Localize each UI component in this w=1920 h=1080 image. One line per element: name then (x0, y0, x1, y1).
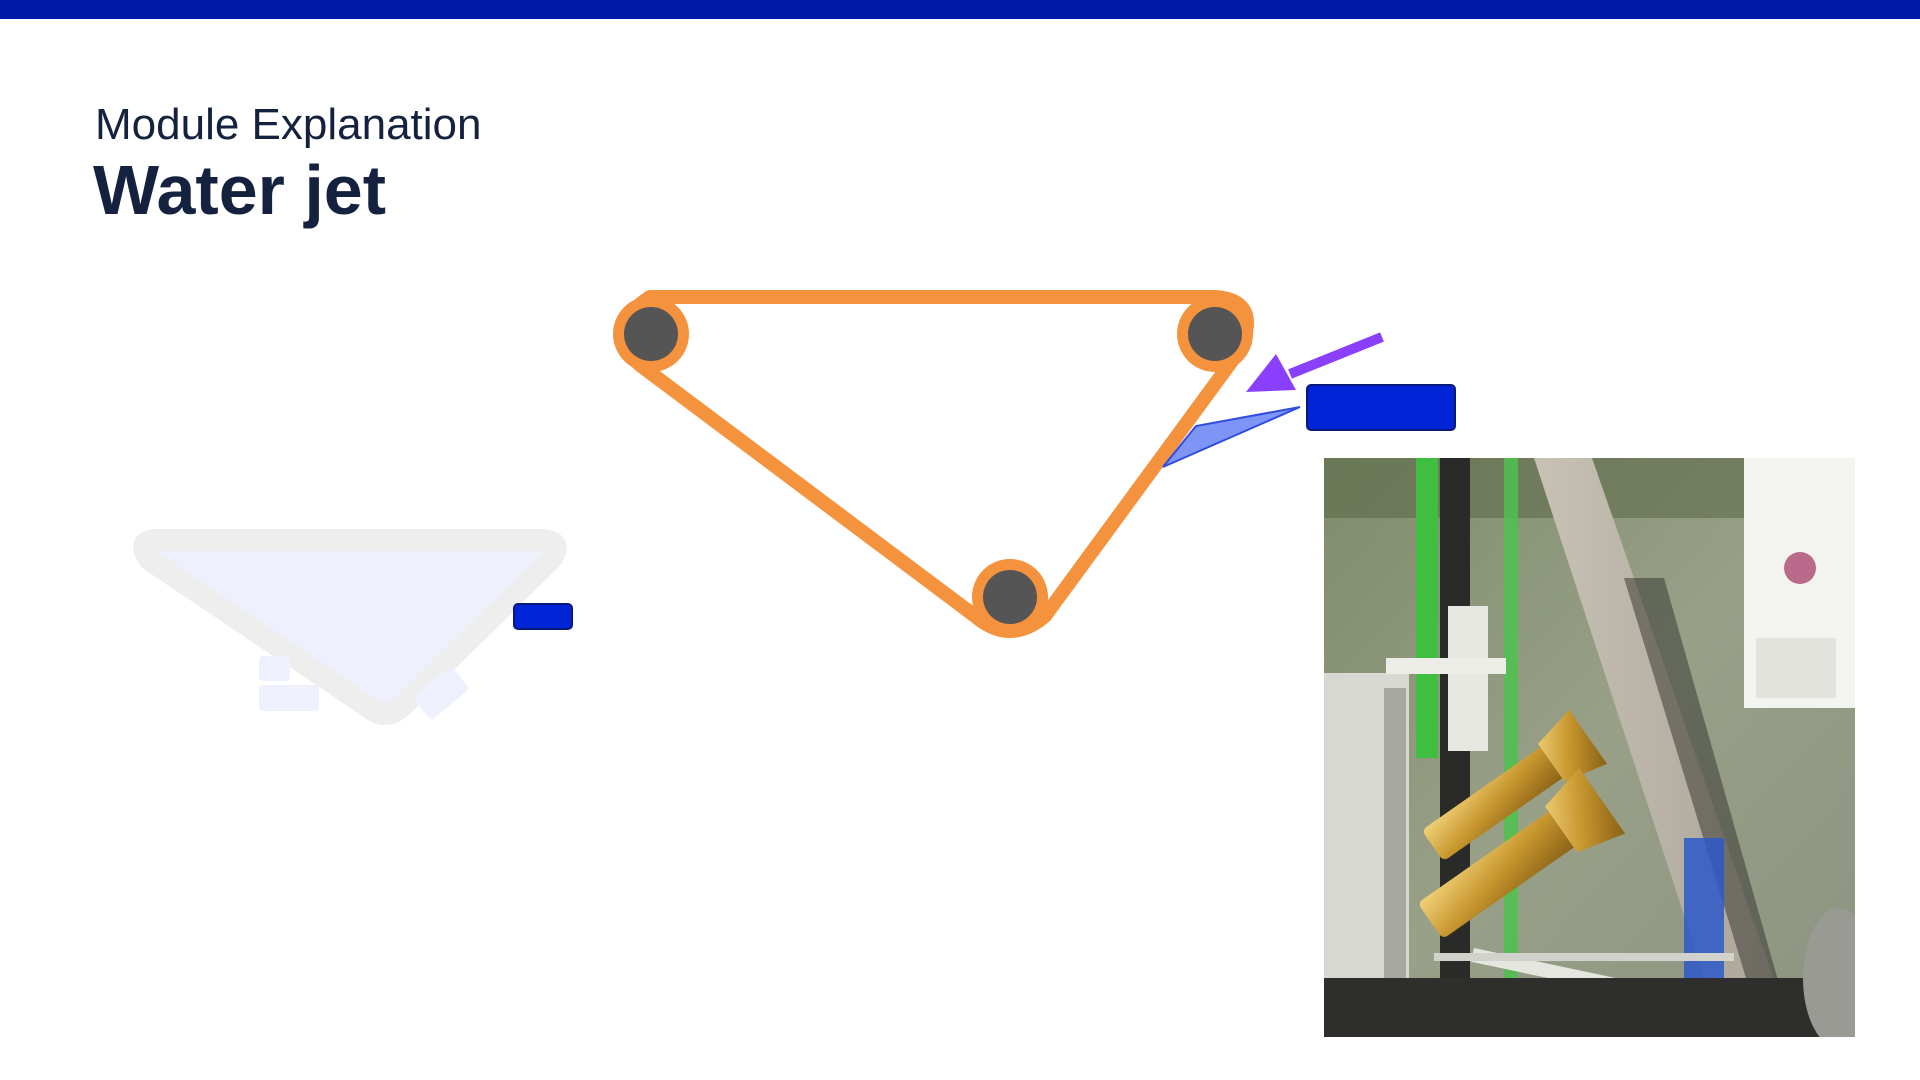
photo-floor (1324, 978, 1855, 1037)
photo-bracket (1448, 606, 1488, 751)
photo-nozzle-2 (1419, 767, 1626, 937)
belt-loop (613, 290, 1254, 638)
pulley-bottom (983, 570, 1037, 624)
photo-green-rail-left (1416, 458, 1438, 758)
top-bar (0, 0, 1920, 19)
faded-label-small (259, 656, 290, 681)
photo-belt-shadow (1624, 578, 1794, 1037)
photo-green-rail-right (1504, 458, 1518, 1037)
pulley-top-left (624, 307, 678, 361)
water-jet-label-box (1306, 384, 1456, 431)
photo-white-block-inner (1756, 638, 1836, 698)
photo-nozzle-1 (1423, 709, 1608, 860)
photo-screw (1784, 552, 1816, 584)
pulley-top-right (1188, 307, 1242, 361)
photo-pulley-wheel (1803, 908, 1855, 1037)
photo-floor-strip (1434, 953, 1734, 961)
belt-path (615, 290, 1254, 638)
slide-subtitle: Module Explanation (95, 100, 482, 149)
faded-label-wide (259, 685, 319, 711)
faded-belt-outline (133, 529, 567, 725)
photo-bracket-bar (1386, 658, 1506, 674)
slide-title: Water jet (93, 151, 387, 229)
faded-label-box (513, 603, 573, 630)
faded-belt-diagram (133, 529, 573, 725)
faded-label-tilted (413, 667, 469, 719)
nozzle-photo (1324, 458, 1855, 1037)
photo-left-frame-edge (1384, 688, 1406, 1037)
arrow-icon (1246, 332, 1384, 392)
water-jet-spray (1162, 406, 1301, 468)
